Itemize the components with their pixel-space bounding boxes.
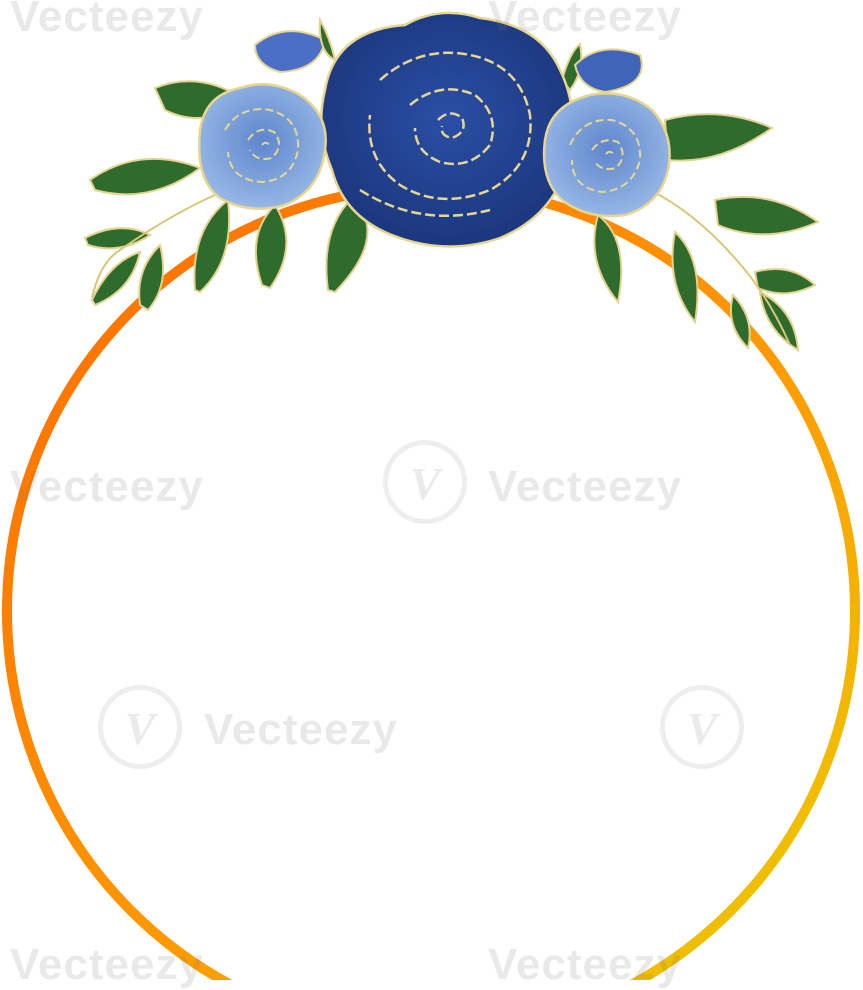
leaves-left [83,80,369,312]
leaf-icon [753,268,817,295]
watermark-text: Vecteezy [10,0,204,41]
leaf-icon [90,250,142,307]
watermark-text: Vecteezy [204,705,398,754]
watermark-logo-icon: V [98,685,182,769]
leaf-icon [663,113,775,162]
buds [253,16,643,94]
leaf-icon [593,213,623,305]
leaf-icon [713,195,821,236]
watermark-text: Vecteezy [10,462,204,511]
circle-frame-icon [2,182,860,990]
leaf-icon [193,198,231,294]
watermark-text: Vecteezy [488,462,682,511]
bud-icon [318,16,337,62]
watermark-text: Vecteezy [488,0,682,41]
leaf-icon [138,243,165,312]
watermark-text: Vecteezy [10,940,204,989]
rose-icon [542,92,671,218]
stems [91,189,791,346]
bud-icon [253,30,327,74]
leaf-icon [88,157,203,196]
leaf-icon [560,42,583,92]
leaf-icon [671,230,699,325]
leaves-right [560,42,821,352]
watermark-text: Vecteezy [488,940,682,989]
leaf-icon [729,293,751,350]
watermark-logo-icon: V [383,440,467,524]
bud-icon [573,48,643,94]
rose-icon [198,83,327,210]
watermark-logo-icon: V [660,685,744,769]
rose-icon [320,11,574,248]
leaf-icon [83,227,152,250]
